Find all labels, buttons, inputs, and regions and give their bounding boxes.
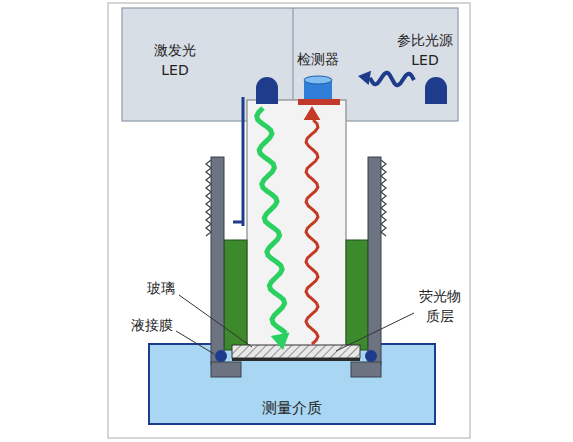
housing-lip	[351, 362, 381, 377]
leader-line	[336, 313, 414, 351]
light-guide	[242, 97, 245, 226]
fluorescent-layer	[232, 358, 360, 361]
screw-thread	[381, 160, 386, 236]
reference-light	[370, 73, 414, 85]
part-label: 参比光源 LED	[390, 30, 460, 71]
fluorescence-light	[306, 120, 318, 344]
arrow-head	[358, 71, 371, 85]
arrow-head	[271, 333, 290, 350]
screw-thread	[206, 160, 386, 236]
housing-wall	[368, 157, 381, 365]
light-guide	[233, 221, 243, 224]
part-label: 激发光 LED	[147, 40, 203, 81]
leader-line	[176, 331, 214, 354]
o-ring	[365, 350, 377, 362]
frame	[108, 3, 470, 438]
detector-top	[304, 76, 332, 84]
excitation-light	[257, 108, 286, 334]
detector-plate	[298, 99, 340, 105]
arrow-head	[304, 106, 321, 120]
potting	[346, 240, 368, 350]
led-symbol	[256, 77, 278, 104]
part-label: 玻璃	[136, 278, 186, 298]
part-label: 检测器	[283, 49, 353, 69]
led-symbol	[425, 77, 447, 104]
potting	[224, 240, 247, 350]
part-label: 液接膜	[122, 315, 182, 335]
housing-wall	[211, 157, 224, 365]
part-label: 荧光物 质层	[414, 286, 466, 327]
medium-label: 测量介质	[262, 398, 322, 418]
inner-tube	[247, 100, 346, 346]
housing-lip	[211, 362, 241, 377]
o-ring	[215, 350, 227, 362]
screw-thread	[206, 160, 211, 236]
